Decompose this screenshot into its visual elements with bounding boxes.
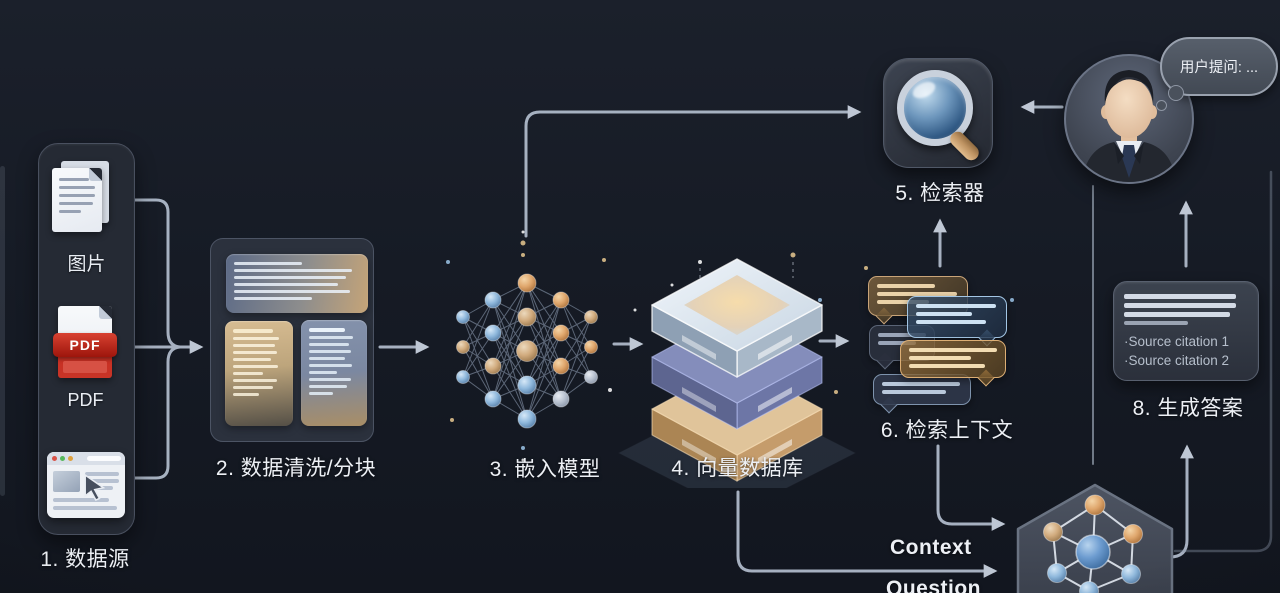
edge-question-to-llm: [736, 490, 998, 578]
answer-card-icon: ·Source citation 1 ·Source citation 2: [1113, 281, 1259, 381]
user-avatar-icon: [1064, 54, 1194, 184]
edge-context-to-llm: [936, 444, 1006, 531]
source-citation-2: ·Source citation 2: [1124, 353, 1230, 369]
pdf-file-icon: PDF: [53, 306, 117, 378]
source-citation-1: ·Source citation 1: [1124, 334, 1230, 349]
hexagon-network-icon: [1016, 483, 1174, 593]
pdf-source-label: PDF: [67, 390, 104, 410]
magnifier-lens: [897, 70, 973, 146]
label-context: Context: [890, 536, 972, 559]
pdf-badge: PDF: [53, 333, 117, 357]
label-clean-chunk: 2. 数据清洗/分块: [215, 457, 377, 480]
magnifier-handle: [947, 128, 982, 164]
label-question: Question: [886, 577, 982, 593]
label-retriever: 5. 检索器: [895, 182, 985, 205]
edge-llm-right-faint: [1173, 170, 1273, 553]
label-embedding-model: 3. 嵌入模型: [489, 458, 601, 481]
chunk-block-right: [301, 320, 367, 426]
label-generated-answer: 8. 生成答案: [1132, 397, 1244, 420]
cursor-icon: [84, 473, 106, 502]
neural-network-icon: [456, 273, 598, 429]
image-source-label: 图片: [67, 254, 106, 275]
edge-source-top: [131, 198, 182, 349]
sparkle-dots: [446, 230, 1014, 462]
chat-bubble: [907, 296, 1007, 338]
left-edge-artifact: [0, 166, 5, 496]
edge-embedding-to-retriever: [524, 105, 862, 238]
label-retrieved-context: 6. 检索上下文: [880, 419, 1014, 442]
text-chunks-icon: [210, 238, 374, 442]
magnifier-icon: [883, 58, 993, 168]
browser-window-icon: [47, 452, 125, 518]
user-question-text: 用户提问: ...: [1179, 60, 1259, 76]
label-vector-db: 4. 向量数据库: [671, 457, 804, 480]
chunk-block-top: [226, 254, 368, 313]
chunk-block-left: [225, 321, 293, 426]
edge-source-bottom: [131, 345, 182, 480]
layered-database-icon: [617, 258, 857, 488]
chat-bubble: [900, 340, 1006, 378]
label-data-source: 1. 数据源: [40, 548, 130, 571]
thought-trail-dot: [1156, 100, 1167, 111]
chat-bubble: [873, 374, 971, 405]
thought-trail-dot: [1168, 85, 1184, 101]
